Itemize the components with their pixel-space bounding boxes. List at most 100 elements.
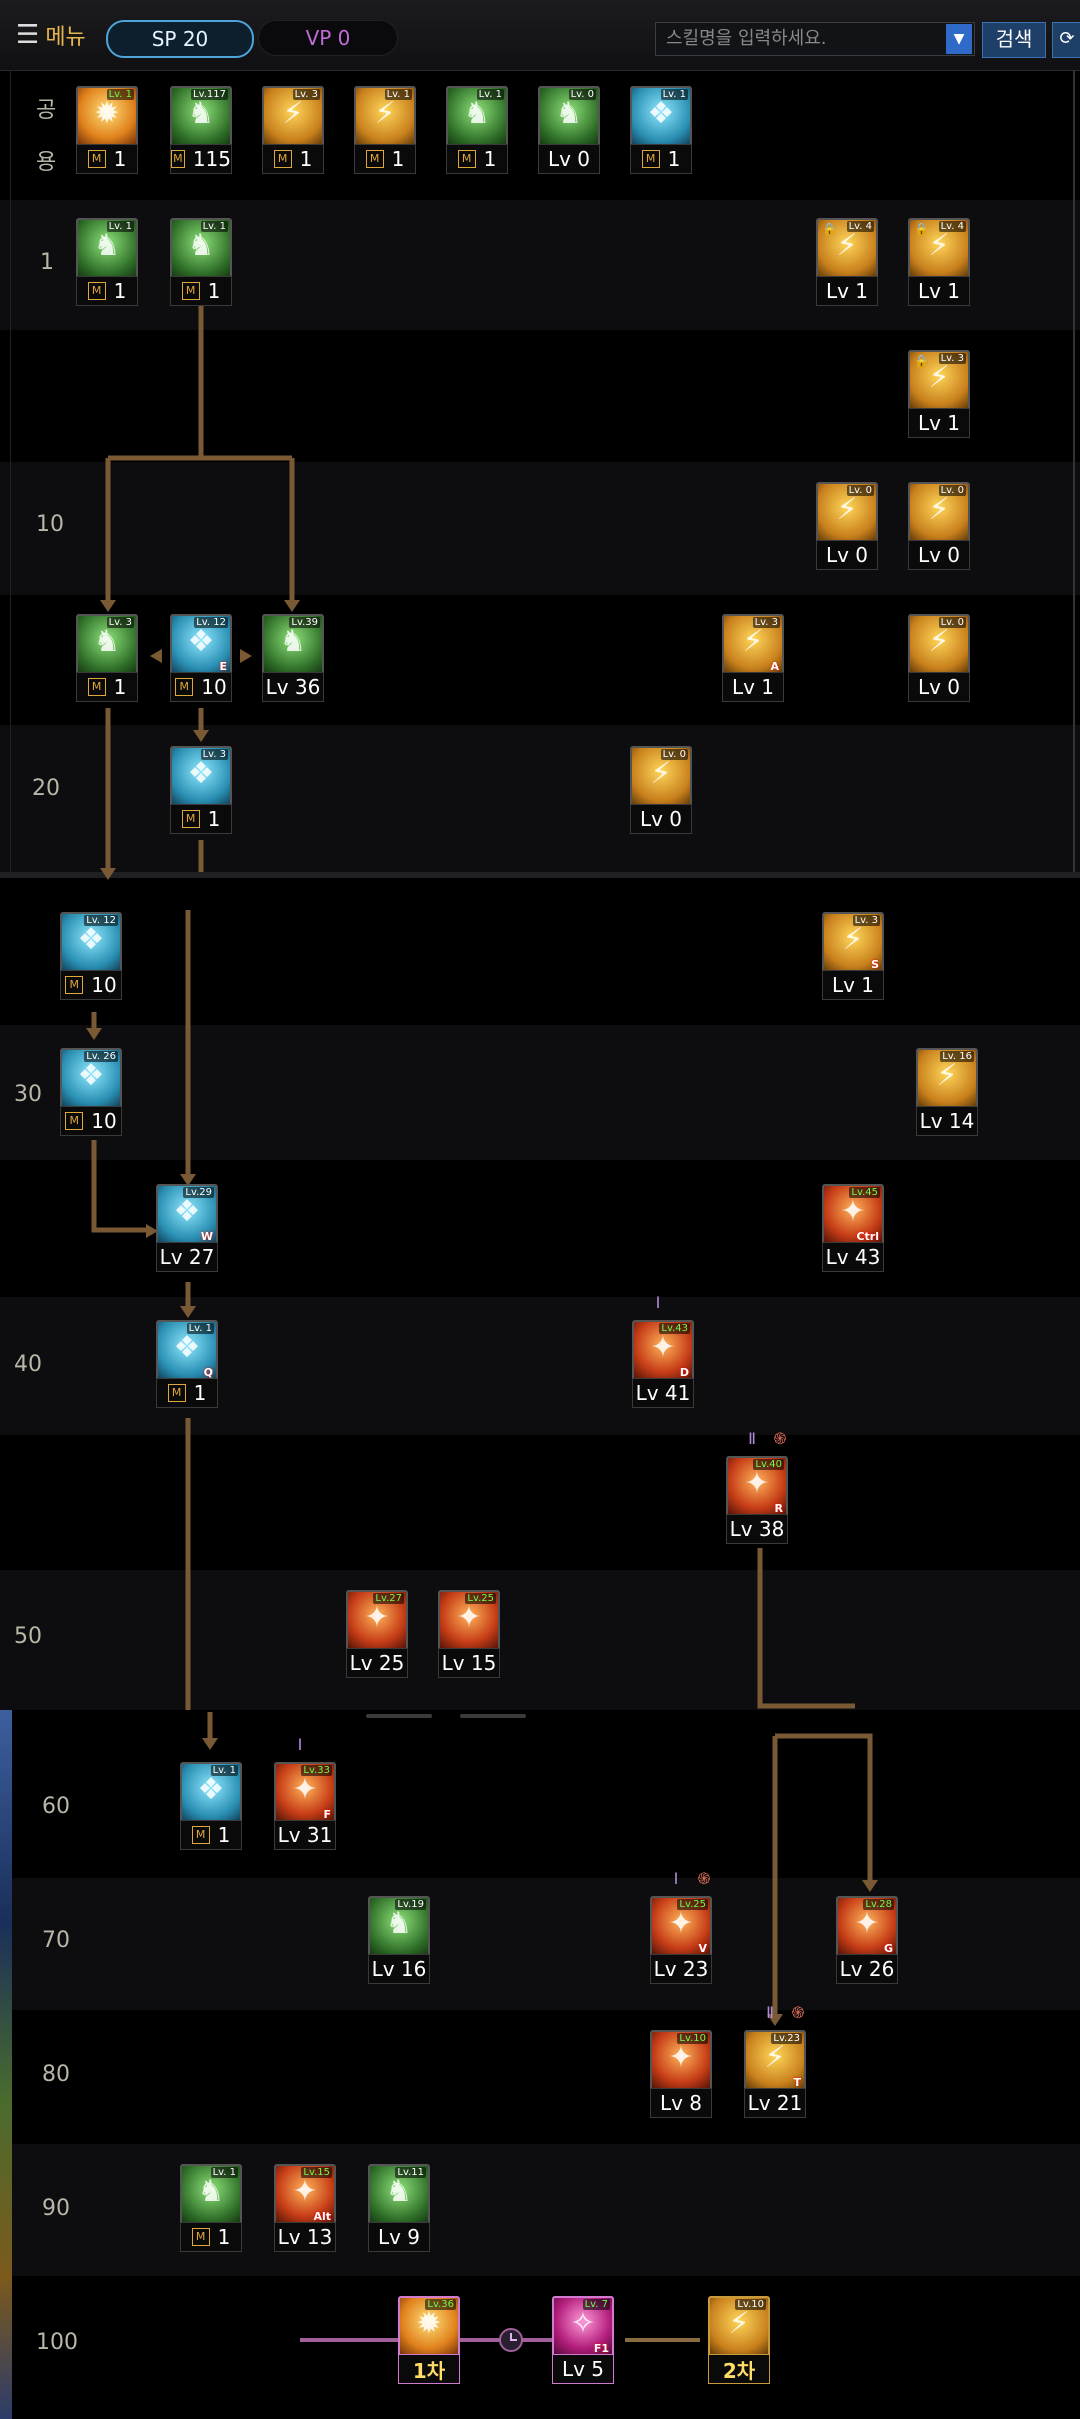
target-icon[interactable]: ♞Lv. 0 bbox=[538, 86, 600, 148]
second-awakening-icon[interactable]: ⚡Lv.10 bbox=[708, 2296, 770, 2358]
skill-search-input[interactable]: 스킬명을 입력하세요. bbox=[655, 22, 975, 56]
spin-kick-icon[interactable]: ⚡Lv. 0 bbox=[908, 614, 970, 676]
locked-punch-icon[interactable]: ⚡🔒Lv. 3 bbox=[908, 350, 970, 412]
locked-strike-icon[interactable]: ⚡🔒Lv. 4 bbox=[908, 218, 970, 280]
refresh-icon[interactable]: ⟳ bbox=[1052, 22, 1080, 58]
fist-icon[interactable]: ♞Lv. 1 bbox=[76, 218, 138, 280]
aura-icon[interactable]: ✦Lv.27 bbox=[346, 1590, 408, 1652]
blade-dash-icon[interactable]: ♞Lv.19 bbox=[368, 1896, 430, 1958]
uppercut-icon[interactable]: ⚡Lv. 0 bbox=[630, 746, 692, 808]
combo-icon[interactable]: ❖Lv. 26 bbox=[60, 1048, 122, 1110]
zigzag-icon[interactable]: ❖Lv. 1 bbox=[180, 1762, 242, 1824]
menu-button[interactable]: ☰ 메뉴 bbox=[16, 20, 86, 50]
body-icon[interactable]: ❖Lv. 3 bbox=[170, 746, 232, 808]
slide-icon[interactable]: ⚡Lv. 1 bbox=[354, 86, 416, 148]
orb-icon[interactable]: ♞Lv. 3 bbox=[76, 614, 138, 676]
warning-icon[interactable]: ✦Lv.25 bbox=[438, 1590, 500, 1652]
slash-icon[interactable]: ⚡Lv. 0 bbox=[816, 482, 878, 544]
stance-icon[interactable]: ♞Lv. 1 bbox=[170, 218, 232, 280]
search-dropdown-button[interactable]: ▼ bbox=[946, 24, 972, 54]
level-label-50: 50 bbox=[14, 1624, 42, 1649]
fighter-icon[interactable]: ♞Lv. 1 bbox=[180, 2164, 242, 2226]
burst-icon[interactable]: ✹Lv. 1 bbox=[76, 86, 138, 148]
ring-icon[interactable]: ⚡Lv. 16 bbox=[916, 1048, 978, 1110]
skill-glyph: ⚡ bbox=[928, 360, 950, 395]
rush-icon[interactable]: ♞Lv.117 bbox=[170, 86, 232, 148]
awakening-icon[interactable]: ✹Lv.36 bbox=[398, 2296, 460, 2358]
dash-icon[interactable]: ♞Lv. 1 bbox=[446, 86, 508, 148]
skill-level-label: Lv 0 bbox=[908, 672, 970, 702]
meditate-icon[interactable]: ♞Lv.11 bbox=[368, 2164, 430, 2226]
search-button[interactable]: 검색 bbox=[982, 22, 1046, 58]
lightning-icon[interactable]: ⚡Lv. 0 bbox=[908, 482, 970, 544]
blade-icon[interactable]: ❖Lv. 12 bbox=[60, 912, 122, 974]
split-icon[interactable]: ✦Lv.10 bbox=[650, 2030, 712, 2092]
kick-icon[interactable]: ⚡Lv. 3 bbox=[262, 86, 324, 148]
locked-kick-icon[interactable]: ⚡🔒Lv. 4 bbox=[816, 218, 878, 280]
sphere-icon[interactable]: ♞Lv.39 bbox=[262, 614, 324, 676]
wing-icon[interactable]: ❖Lv. 1 bbox=[630, 86, 692, 148]
